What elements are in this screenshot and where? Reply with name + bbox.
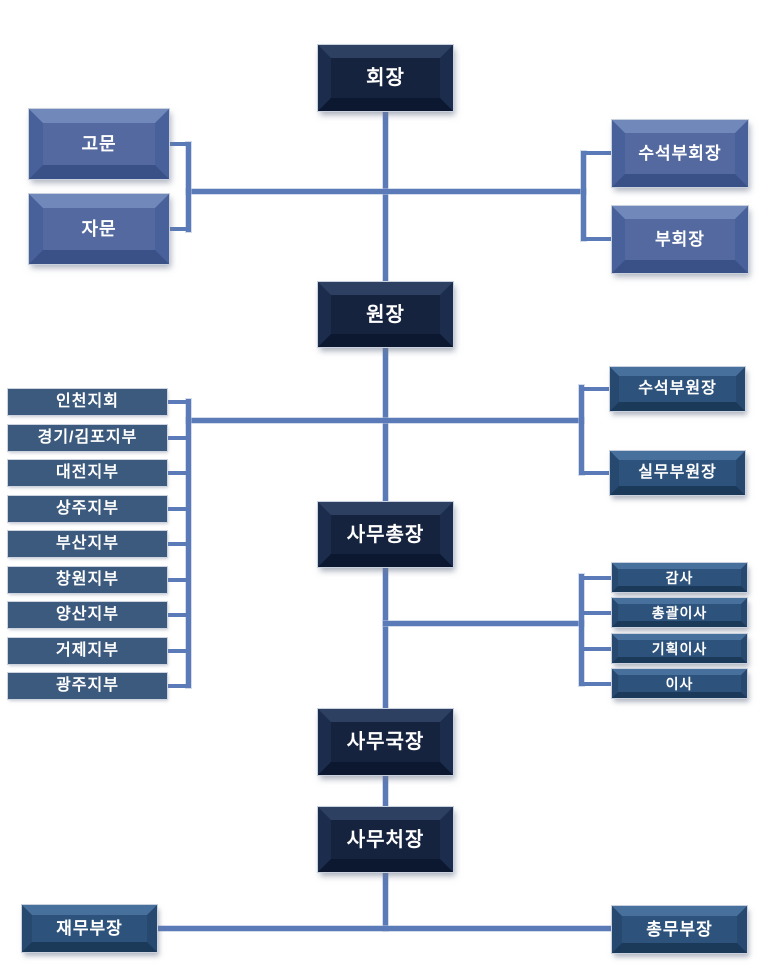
node-general-affairs-manager: 총무부장 [612,906,747,953]
node-consultant: 자문 [29,194,169,264]
connector-spine-2 [383,346,388,504]
node-advisor-label: 고문 [81,134,117,154]
node-secretary-general: 사무총장 [318,502,453,567]
connector-spine-1 [383,110,388,283]
node-office-director-label: 사무국장 [346,731,425,753]
connector-stub-branch-7 [164,613,188,617]
node-finance-manager: 재무부장 [22,905,157,952]
node-senior-vice-chairman: 수석부회장 [612,120,748,187]
node-planning-director-label: 기획이사 [651,640,708,657]
node-senior-deputy-director-label: 수석부원장 [638,380,717,397]
node-branch-yangsan: 양산지부 [8,602,167,628]
node-branch-gwangju: 광주지부 [8,673,167,699]
node-auditor-label: 감사 [665,569,694,586]
node-branch-daejeon: 대전지부 [8,460,167,486]
node-vice-chairman-label: 부회장 [655,230,705,249]
node-general-managing-director: 총괄이사 [612,598,747,627]
connector-spine-4 [383,774,388,808]
connector-stub-branch-3 [164,471,188,475]
node-working-deputy-director-label: 실무부원장 [638,464,717,481]
connector-stub-branch-1 [164,400,188,404]
connector-crossbar-mid [186,418,584,423]
connector-bracket-deputy-directors [579,385,584,475]
node-auditor: 감사 [612,563,747,592]
node-branch-incheon: 인천지회 [8,389,167,415]
node-chairman-label: 회장 [366,67,405,89]
node-branch-gyeonggi-gimpo: 경기/김포지부 [8,425,167,451]
node-office-chief: 사무처장 [318,807,453,872]
node-board-director: 이사 [612,669,747,698]
node-consultant-label: 자문 [81,219,117,239]
node-branch-sangju: 상주지부 [8,496,167,522]
node-branch-label: 상주지부 [56,500,119,517]
connector-bracket-executives [579,574,584,686]
node-branch-label: 거제지부 [56,642,119,659]
connector-crossbar-bottom [156,926,613,931]
connector-stub-senior-deputy-director [582,387,610,391]
node-planning-director: 기획이사 [612,634,747,663]
node-chairman: 회장 [318,45,453,111]
node-branch-label: 부산지부 [56,535,119,552]
node-office-director: 사무국장 [318,709,453,775]
connector-stub-branch-9 [164,684,188,688]
connector-bracket-advisors [186,142,191,232]
node-branch-changwon: 창원지부 [8,567,167,593]
connector-crossbar-top [186,189,586,194]
node-working-deputy-director: 실무부원장 [610,451,745,495]
node-finance-manager-label: 재무부장 [56,919,123,938]
connector-stub-exec-1 [582,576,612,580]
connector-stub-exec-3 [582,647,612,651]
node-general-affairs-manager-label: 총무부장 [646,920,713,939]
connector-stub-working-deputy-director [582,471,610,475]
node-office-chief-label: 사무처장 [346,828,425,851]
node-senior-deputy-director: 수석부원장 [610,367,745,411]
connector-bracket-branches [186,399,191,688]
node-branch-busan: 부산지부 [8,531,167,557]
node-branch-label: 창원지부 [56,571,119,588]
connector-stub-consultant [166,227,188,231]
connector-stub-branch-6 [164,578,188,582]
node-director: 원장 [318,282,453,347]
connector-stub-vice-chairman [584,237,612,241]
connector-stub-branch-2 [164,436,188,440]
connector-stub-advisor [166,142,188,146]
node-branch-label: 인천지회 [56,393,119,410]
connector-stub-exec-4 [582,682,612,686]
connector-bracket-vice-chairmen [581,151,586,241]
connector-spine-5 [383,871,388,931]
node-branch-geoje: 거제지부 [8,638,167,664]
node-branch-label: 광주지부 [56,677,119,694]
node-director-label: 원장 [366,303,405,326]
connector-crossbar-exec [383,621,584,626]
node-vice-chairman: 부회장 [612,206,748,273]
connector-stub-senior-vice-chairman [584,151,612,155]
node-senior-vice-chairman-label: 수석부회장 [638,144,722,163]
node-board-director-label: 이사 [665,675,694,692]
connector-stub-branch-5 [164,542,188,546]
connector-spine-3 [383,566,388,710]
connector-stub-branch-8 [164,649,188,653]
node-branch-label: 양산지부 [56,606,119,623]
node-general-managing-director-label: 총괄이사 [651,604,708,621]
node-branch-label: 대전지부 [56,464,119,481]
connector-stub-exec-2 [582,611,612,615]
connector-stub-branch-4 [164,507,188,511]
node-branch-label: 경기/김포지부 [37,429,138,446]
node-advisor: 고문 [29,109,169,179]
node-secretary-general-label: 사무총장 [346,523,425,546]
